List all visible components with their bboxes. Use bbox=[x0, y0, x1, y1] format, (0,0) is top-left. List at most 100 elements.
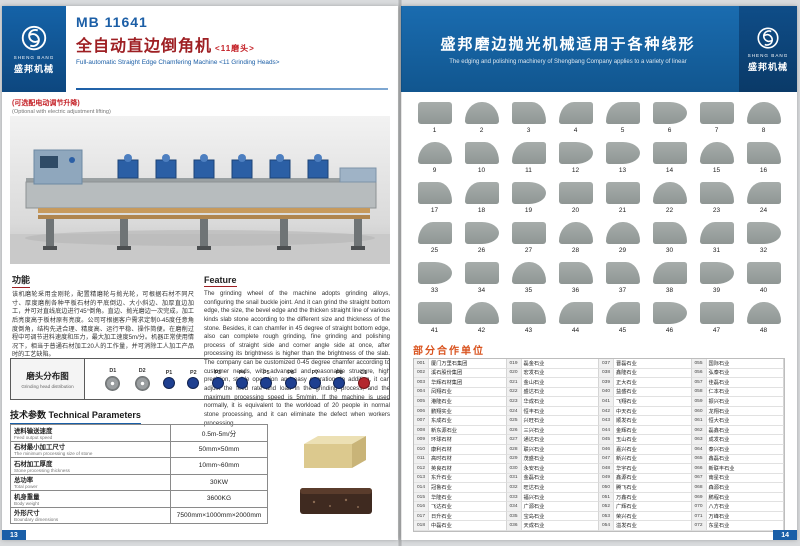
profile-shape-number: 34 bbox=[477, 287, 486, 294]
partner-name: 华辉石材集团 bbox=[431, 379, 463, 386]
left-page: SHENG BANG 盛邦机械 MB 11641 全自动直边倒角机<11磨头> … bbox=[2, 6, 398, 540]
grinding-head: P7 bbox=[309, 370, 320, 388]
profile-shape: 16 bbox=[742, 142, 785, 174]
machine-illustration bbox=[10, 116, 390, 264]
partner-name: 厦门万里石集团 bbox=[431, 360, 468, 367]
profile-shape-icon bbox=[511, 182, 546, 204]
profile-shape: 33 bbox=[413, 262, 456, 294]
partner-name: 新东源石业 bbox=[431, 427, 457, 434]
partner-number: 023 bbox=[506, 397, 522, 406]
partner-name: 日升石业 bbox=[431, 513, 452, 520]
partner-number: 029 bbox=[506, 454, 522, 464]
grinding-head: P6 bbox=[285, 370, 296, 388]
profile-shape-icon bbox=[558, 262, 593, 284]
profile-shape-number: 13 bbox=[618, 167, 627, 174]
profile-shape: 6 bbox=[648, 102, 691, 134]
blue-grinding-head-icon bbox=[285, 378, 296, 388]
partner-number: 007 bbox=[414, 416, 429, 425]
param-label-cn: 总功率 bbox=[14, 477, 34, 485]
profile-shape-icon bbox=[605, 262, 640, 284]
param-label-cn: 进料输送速度 bbox=[14, 427, 53, 435]
partner-number: 043 bbox=[599, 416, 614, 425]
partner-number: 012 bbox=[414, 464, 429, 473]
partner-number: 069 bbox=[691, 492, 707, 502]
profile-shape: 14 bbox=[648, 142, 691, 174]
partner-name: 港隆石业 bbox=[431, 398, 452, 405]
profile-shape-number: 17 bbox=[430, 207, 439, 214]
profile-shape: 20 bbox=[554, 182, 597, 214]
partner-number: 051 bbox=[599, 492, 614, 502]
right-header-text: 盛邦磨边抛光机械适用于各种线形 The edging and polishing… bbox=[401, 6, 739, 92]
profile-shape-number: 25 bbox=[430, 247, 439, 254]
profile-shape: 30 bbox=[648, 222, 691, 254]
profile-shape: 7 bbox=[695, 102, 738, 134]
red-grinding-head-icon bbox=[358, 378, 369, 388]
feature-title-en: Feature bbox=[204, 275, 237, 287]
partner-number: 026 bbox=[506, 425, 522, 435]
partner-name: 鹏翔实业 bbox=[431, 408, 452, 415]
profile-shape-icon bbox=[511, 142, 546, 164]
profile-shape-number: 43 bbox=[524, 327, 533, 334]
grinding-head-label: P8 bbox=[335, 370, 343, 376]
partner-name: 东升石业 bbox=[431, 475, 452, 482]
grinding-head: P8 bbox=[334, 370, 345, 388]
stone-sample-images bbox=[300, 436, 372, 514]
profile-shape-number: 38 bbox=[665, 287, 674, 294]
partner-number: 038 bbox=[599, 368, 614, 378]
profile-shape: 25 bbox=[413, 222, 456, 254]
profile-shape-number: 15 bbox=[712, 167, 721, 174]
grinding-head: P2 bbox=[188, 370, 199, 388]
partner-number: 065 bbox=[691, 454, 707, 464]
partner-number: 014 bbox=[414, 483, 429, 492]
profile-shape: 17 bbox=[413, 182, 456, 214]
grinding-head-label: D1 bbox=[109, 367, 117, 374]
partner-name: 冠鲁石业 bbox=[431, 484, 452, 491]
profile-shape-icon bbox=[558, 102, 593, 124]
disc-grinding-head-icon bbox=[105, 375, 121, 391]
profile-shape: 15 bbox=[695, 142, 738, 174]
right-header: 盛邦磨边抛光机械适用于各种线形 The edging and polishing… bbox=[401, 6, 797, 92]
grinding-label-cn: 磨头分布图 bbox=[26, 370, 69, 381]
partner-name: 鹏程石业 bbox=[708, 494, 730, 501]
right-page: 盛邦磨边抛光机械适用于各种线形 The edging and polishing… bbox=[401, 6, 797, 540]
partner-name: 顺发石业 bbox=[616, 418, 637, 425]
grinding-distribution-label: 磨头分布图 Grinding head distribution bbox=[11, 359, 85, 399]
profile-shape-number: 7 bbox=[714, 127, 719, 134]
partner-number: 044 bbox=[599, 425, 614, 435]
brand-name-en: SHENG BANG bbox=[13, 55, 55, 60]
profile-shape-icon bbox=[511, 222, 546, 244]
header-rule bbox=[76, 88, 388, 90]
partner-number: 052 bbox=[599, 502, 614, 511]
partner-name: 恒大石业 bbox=[708, 418, 730, 425]
partner-number: 040 bbox=[599, 387, 614, 397]
profile-shape-number: 10 bbox=[477, 167, 486, 174]
profile-shape-icon bbox=[417, 182, 452, 204]
profile-shape: 34 bbox=[460, 262, 503, 294]
profile-shape-number: 46 bbox=[665, 327, 674, 334]
partner-name: 金辉石业 bbox=[616, 427, 637, 434]
profile-shape-number: 5 bbox=[620, 127, 625, 134]
grinding-label-en: Grinding head distribution bbox=[21, 383, 74, 389]
profile-shape: 43 bbox=[507, 302, 550, 334]
profile-shape-icon bbox=[417, 102, 452, 124]
profile-shape: 13 bbox=[601, 142, 644, 174]
partner-name: 飞达石业 bbox=[431, 504, 452, 511]
profile-shape-number: 19 bbox=[524, 207, 533, 214]
right-subtitle-en: The edging and polishing machinery of Sh… bbox=[449, 59, 687, 65]
